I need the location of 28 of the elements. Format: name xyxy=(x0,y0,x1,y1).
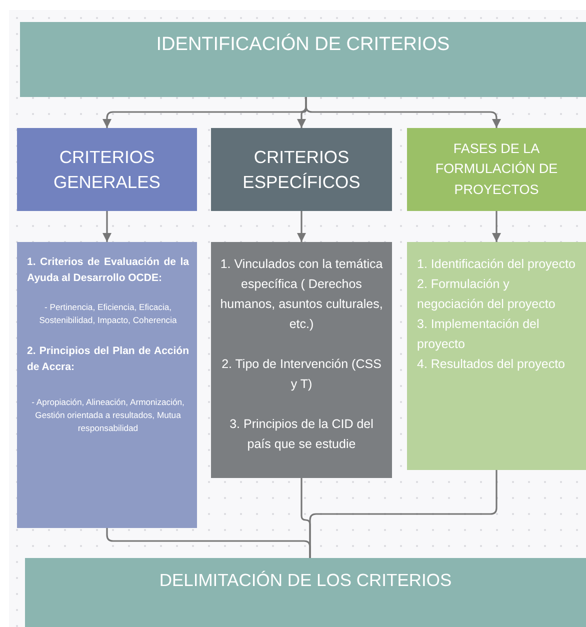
box-text: 4. Resultados del proyecto xyxy=(417,356,566,373)
box-text: 3. Principios de la CID del país que se estudie xyxy=(228,416,374,453)
box-text: 2. Tipo de Intervención (CSS y T) xyxy=(220,356,382,393)
arrow xyxy=(492,211,501,242)
header-box xyxy=(407,128,586,211)
header-box xyxy=(211,128,392,211)
content-box xyxy=(407,242,586,470)
box-title: FASES DE LA FORMULACIÓN DE PROYECTOS xyxy=(434,140,559,199)
box-text: 1. Criterios de Evaluación de la Ayuda al Desarrollo OCDE: xyxy=(27,255,189,286)
header-box xyxy=(17,128,197,211)
process-box xyxy=(20,22,586,97)
box-text: - Apropiación, Alineación, Armonización, Gestión orientada a resultados, Mutua responsabilidad xyxy=(30,396,186,436)
arrow xyxy=(305,97,501,128)
process-box xyxy=(25,558,586,627)
box-text: 1. Identificación del proyecto xyxy=(417,256,576,273)
box-text: - Pertinencia, Eficiencia, Eficacia, Sostenibilidad, Impacto, Coherencia xyxy=(38,300,178,327)
content-box xyxy=(17,242,197,528)
arrow xyxy=(297,211,306,242)
box-text: 2. Formulación y negociación del proyecto xyxy=(417,276,556,313)
box-text: 3. Implementación del proyecto xyxy=(417,316,540,353)
arrow xyxy=(102,211,112,242)
box-title: CRITERIOS GENERALES xyxy=(52,146,162,194)
content-box xyxy=(211,242,392,478)
box-text: 2. Principios del Plan de Acción de Accra: xyxy=(27,344,189,376)
box-text: 1. Vinculados con la temática específica ( Derechos humanos, asuntos culturales, etc.) xyxy=(219,256,384,333)
box-title: CRITERIOS ESPECÍFICOS xyxy=(242,146,362,194)
box-title: DELIMITACIÓN DE LOS CRITERIOS xyxy=(158,570,453,591)
box-title: IDENTIFICACIÓN DE CRITERIOS xyxy=(155,34,451,57)
